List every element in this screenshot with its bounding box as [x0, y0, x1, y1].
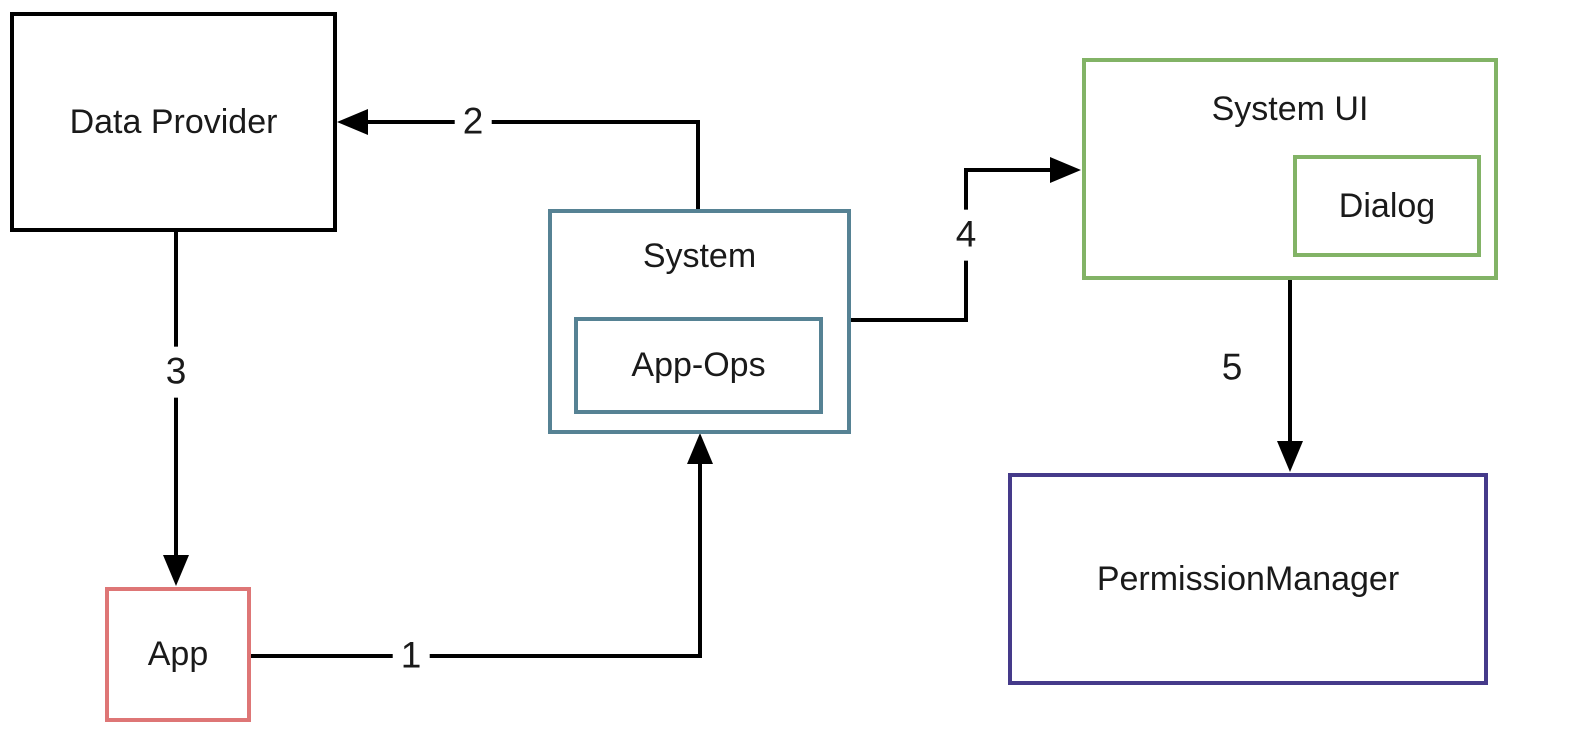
node-dialog-label: Dialog [1338, 186, 1436, 225]
edge-2-arrowhead [337, 109, 368, 135]
edge-2-line [366, 120, 700, 209]
edge-1-label: 1 [392, 630, 430, 682]
node-dialog: Dialog [1293, 155, 1481, 257]
edge-5-label: 5 [1213, 342, 1251, 394]
edge-4-label: 4 [947, 209, 985, 261]
node-data-provider: Data Provider [10, 12, 337, 232]
edge-3-label: 3 [157, 346, 195, 398]
node-system-label: System [642, 237, 757, 275]
edge-4-arrowhead [1050, 157, 1081, 183]
edge-2-label: 2 [454, 96, 492, 148]
node-app-label: App [147, 635, 209, 673]
node-app-ops-label: App-Ops [631, 346, 766, 384]
node-app: App [105, 587, 251, 722]
edge-1-arrowhead [687, 433, 713, 464]
edge-3-arrowhead [163, 555, 189, 586]
node-permission-manager-label: PermissionManager [1096, 559, 1400, 598]
node-data-provider-label: Data Provider [69, 102, 278, 141]
node-system-ui-label: System UI [1211, 90, 1369, 128]
edge-1-line [250, 460, 702, 658]
node-system-ui: System UI Dialog [1082, 58, 1498, 280]
edge-5-arrowhead [1277, 441, 1303, 472]
node-permission-manager: PermissionManager [1008, 473, 1488, 685]
node-system: System App-Ops [548, 209, 851, 434]
node-app-ops: App-Ops [574, 317, 823, 414]
